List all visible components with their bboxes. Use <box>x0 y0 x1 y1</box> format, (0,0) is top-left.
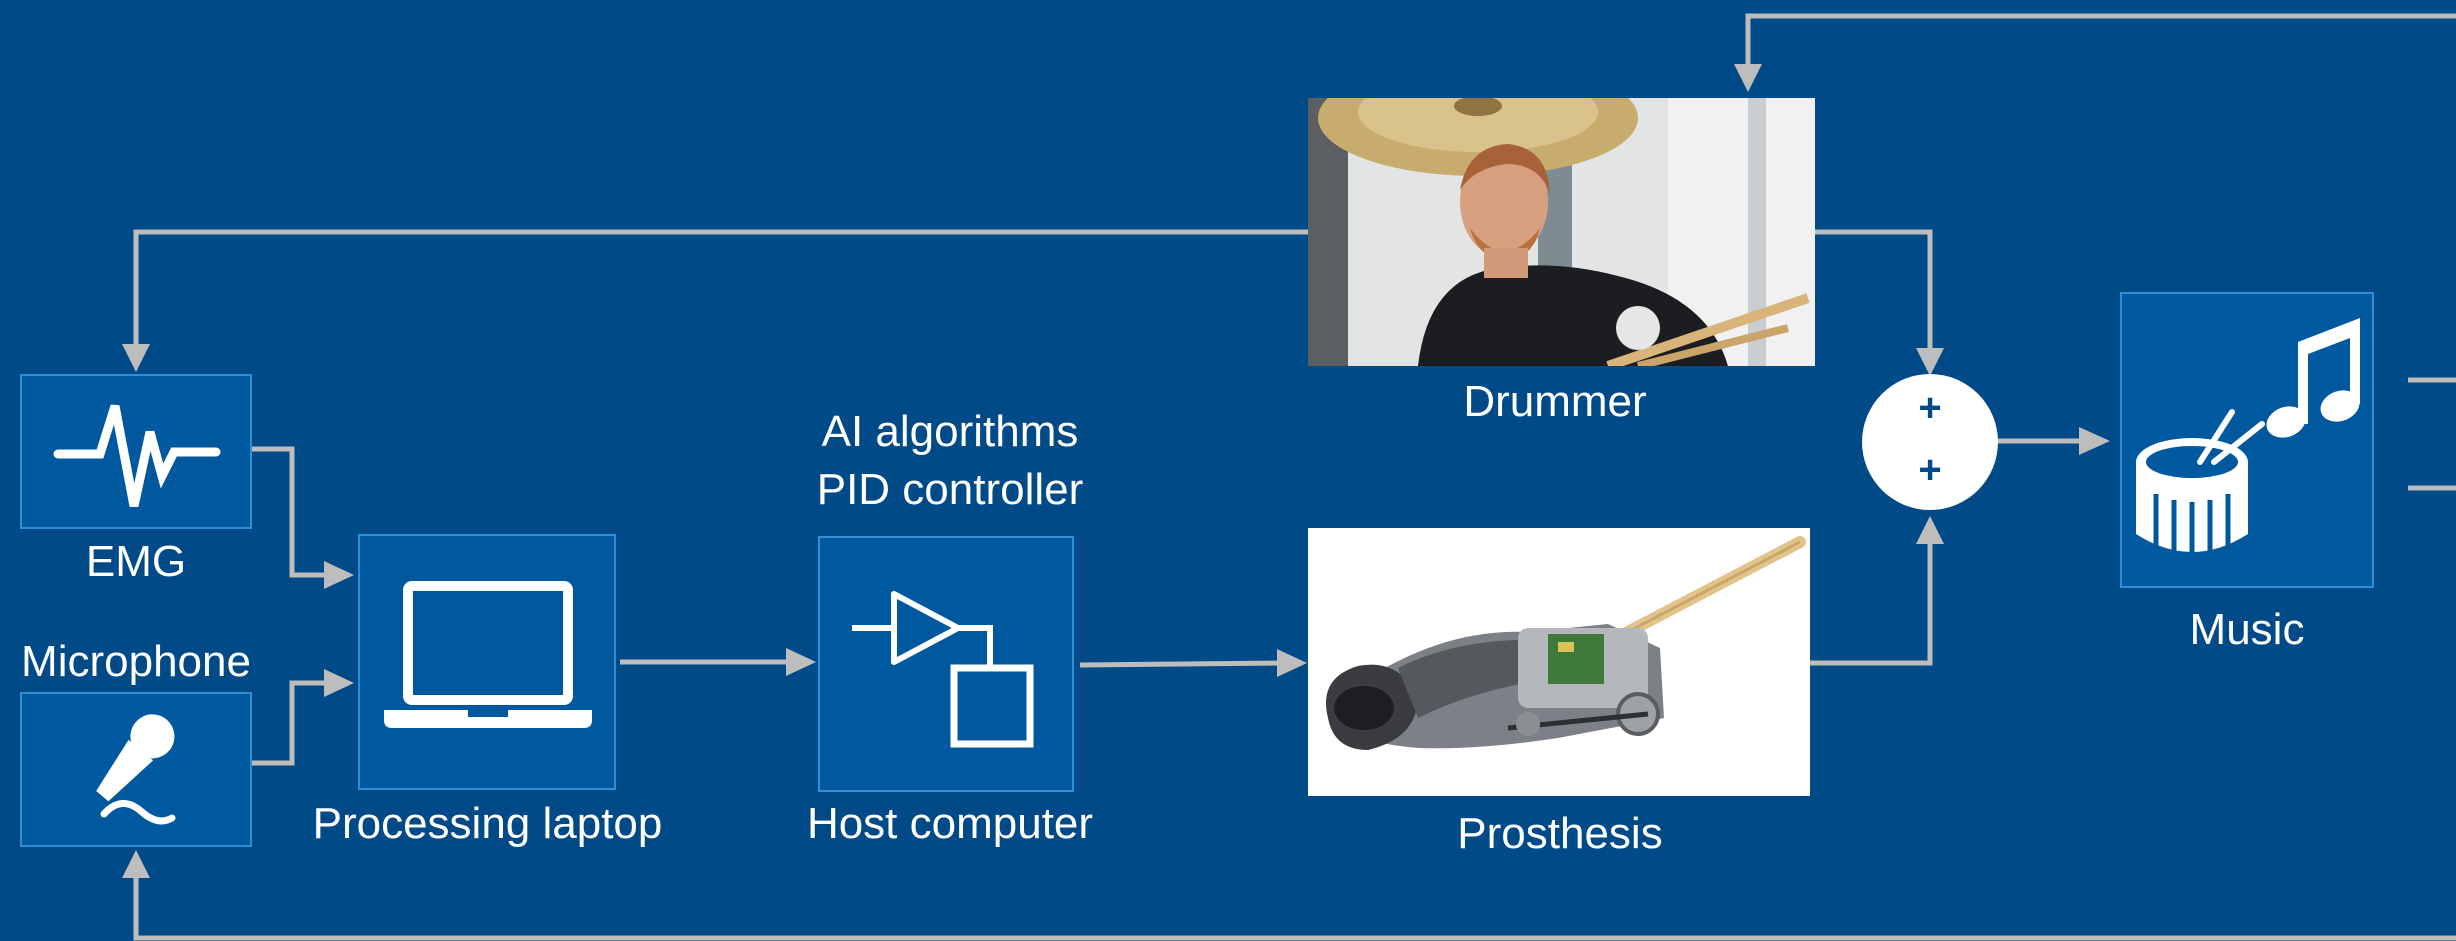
host-to-prosthesis-line <box>1079 660 1284 668</box>
laptop-label: Processing laptop <box>312 799 663 848</box>
host-box <box>818 536 1074 792</box>
feedback-line-bottom <box>133 872 2456 941</box>
arrowhead-music-in <box>2079 427 2110 455</box>
emg-signal-icon <box>53 404 221 507</box>
drummer-photo <box>1308 98 1815 366</box>
drummer-to-emg-line <box>133 229 1308 348</box>
prosthesis-render <box>1308 528 1810 796</box>
music-note-icon <box>2266 318 2360 438</box>
emg-box <box>20 374 252 529</box>
drum-icon <box>2136 409 2265 556</box>
arrowhead-sum-in-top <box>1916 348 1944 376</box>
microphone-icon <box>96 714 176 825</box>
arrowhead-laptop-in-bottom <box>324 669 354 697</box>
arrowhead-drummer-in <box>1734 64 1762 92</box>
prosthesis-to-sum-line <box>1810 540 1933 666</box>
music-label: Music <box>2189 605 2305 654</box>
emg-label: EMG <box>85 537 187 586</box>
feedback-line-top <box>1745 13 2456 70</box>
host-caption-line2: PID controller <box>816 465 1084 514</box>
arrowhead-mic-in <box>122 850 150 878</box>
emg-to-laptop-line <box>252 446 330 578</box>
prosthesis-label: Prosthesis <box>1457 809 1663 858</box>
laptop-icon <box>384 581 592 728</box>
sum-sign-bottom: + <box>1918 448 1942 492</box>
arrowhead-host-in <box>786 648 816 676</box>
host-caption-line1: AI algorithms <box>821 407 1079 456</box>
music-box <box>2120 292 2374 588</box>
arrowhead-laptop-in-top <box>324 561 354 589</box>
sum-sign-top: + <box>1918 386 1942 430</box>
laptop-box <box>358 534 616 790</box>
drummer-label: Drummer <box>1463 377 1647 426</box>
drummer-to-sum-line <box>1812 229 1933 352</box>
microphone-label: Microphone <box>21 637 251 686</box>
controller-block-icon <box>852 591 1034 748</box>
arrowhead-emg-in <box>122 344 150 372</box>
microphone-box <box>20 692 252 847</box>
arrowhead-sum-in-bottom <box>1916 516 1944 544</box>
mic-to-laptop-line <box>252 680 330 766</box>
arrowhead-prosthesis-in <box>1277 649 1307 677</box>
host-label: Host computer <box>806 799 1094 848</box>
summing-junction: + + <box>1862 374 1998 510</box>
